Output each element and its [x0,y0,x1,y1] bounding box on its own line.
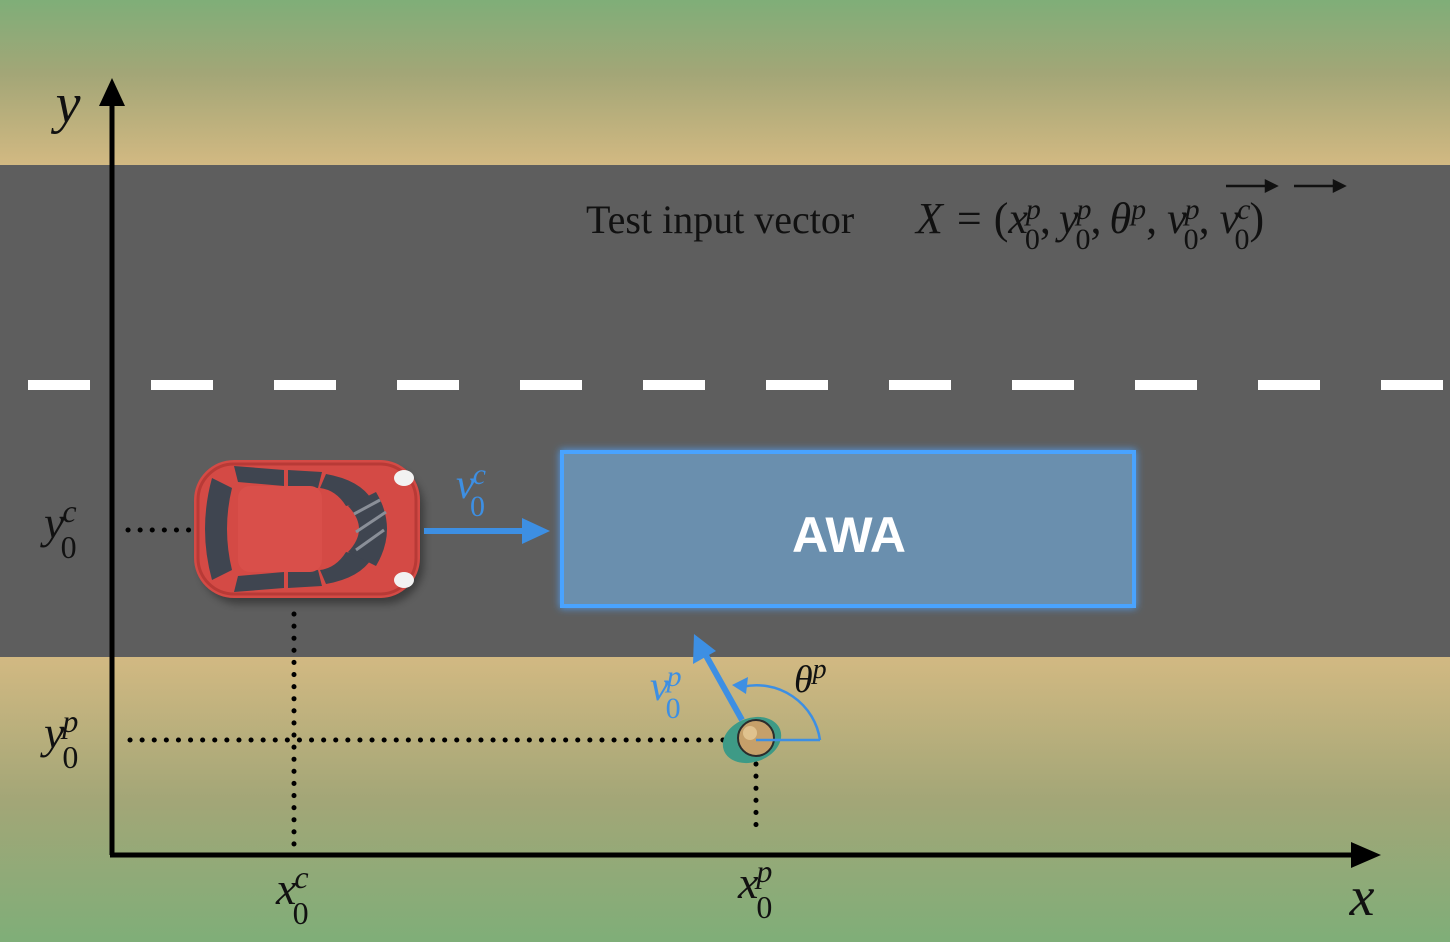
pedestrian-top-view-icon [722,716,782,764]
x-axis-label: x [1349,866,1375,928]
guide-lines [125,527,759,849]
axes: y x [51,73,1381,928]
y-axis-label: y [51,73,81,135]
red-car-top-view-icon [194,460,424,604]
grass-top [0,0,1450,165]
awa-region: AWA [560,450,1136,608]
theta-angle-arc [732,677,822,742]
y-axis-arrowhead [99,78,125,106]
car-velocity-arrow [424,518,550,544]
grass-bottom [0,657,1450,942]
pedestrian-velocity-arrow [693,634,745,722]
x-axis-arrowhead [1351,842,1381,868]
equation-prefix: Test input vector [586,197,854,242]
theta-p-label: θp [794,654,827,701]
lane-marking [28,380,1443,390]
vector-overarrows [1226,178,1347,194]
awa-label: AWA [792,507,906,563]
